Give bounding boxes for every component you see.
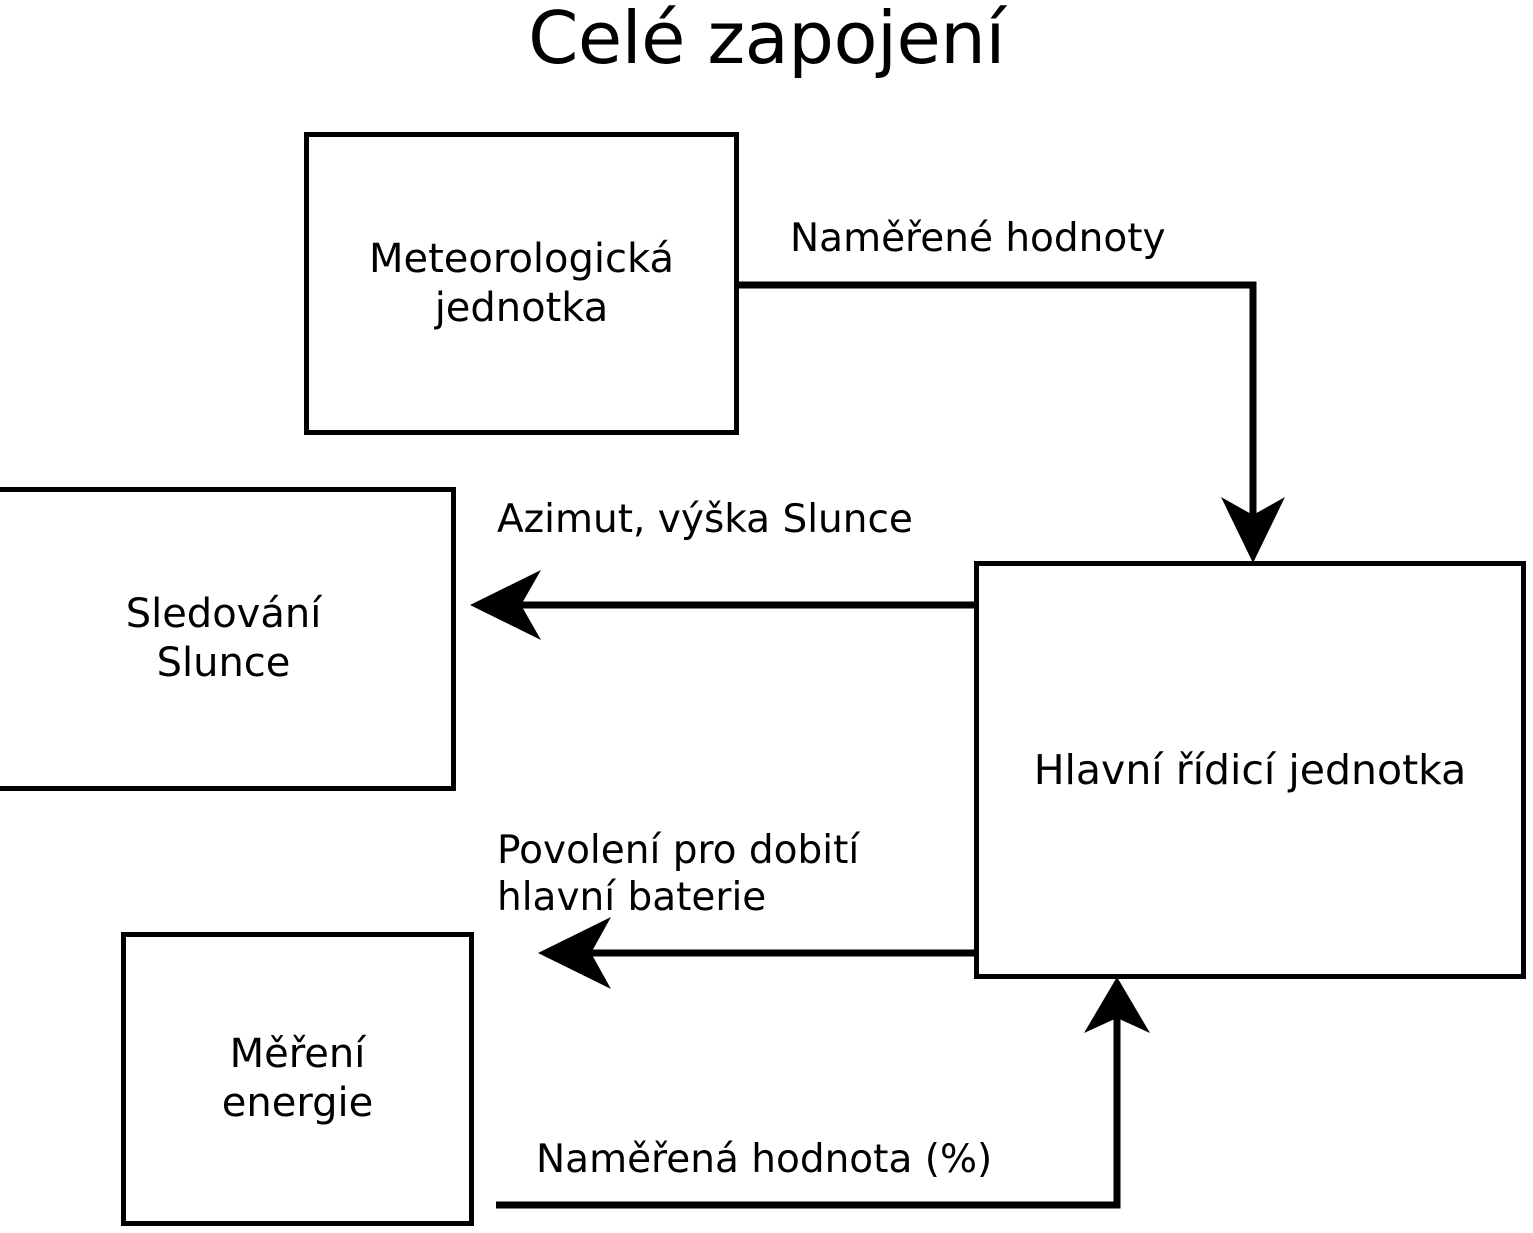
node-energy-measurement[interactable]: Měření energie: [121, 932, 474, 1226]
edge-label-permission: Povolení pro dobití hlavní baterie: [497, 828, 860, 920]
node-energy-measurement-label: Měření energie: [221, 1031, 374, 1126]
node-sun-tracking-label: Sledování Slunce: [125, 591, 322, 686]
node-sun-tracking[interactable]: Sledování Slunce: [0, 487, 456, 791]
node-meteorological-unit[interactable]: Meteorologická jednotka: [304, 132, 739, 435]
node-meteorological-unit-label: Meteorologická jednotka: [369, 235, 674, 331]
page-title: Celé zapojení: [528, 0, 1005, 80]
arrowhead-up-icon: [1084, 977, 1150, 1033]
arrowhead-down-icon: [1221, 497, 1285, 563]
node-main-control-unit-label: Hlavní řídicí jednotka: [1033, 745, 1467, 794]
edge-measured-values: [739, 281, 1285, 563]
node-main-control-unit[interactable]: Hlavní řídicí jednotka: [974, 561, 1526, 979]
arrowhead-left-icon: [470, 570, 541, 640]
edge-label-measured-percentage: Naměřená hodnota (%): [536, 1137, 993, 1182]
edge-label-measured-values: Naměřené hodnoty: [790, 216, 1166, 261]
edge-measured-pct: [496, 977, 1150, 1209]
edge-azimuth: [470, 570, 974, 640]
edge-label-azimuth: Azimut, výška Slunce: [497, 497, 913, 542]
edge-permission: [538, 917, 974, 989]
arrowhead-left-icon: [538, 917, 611, 989]
